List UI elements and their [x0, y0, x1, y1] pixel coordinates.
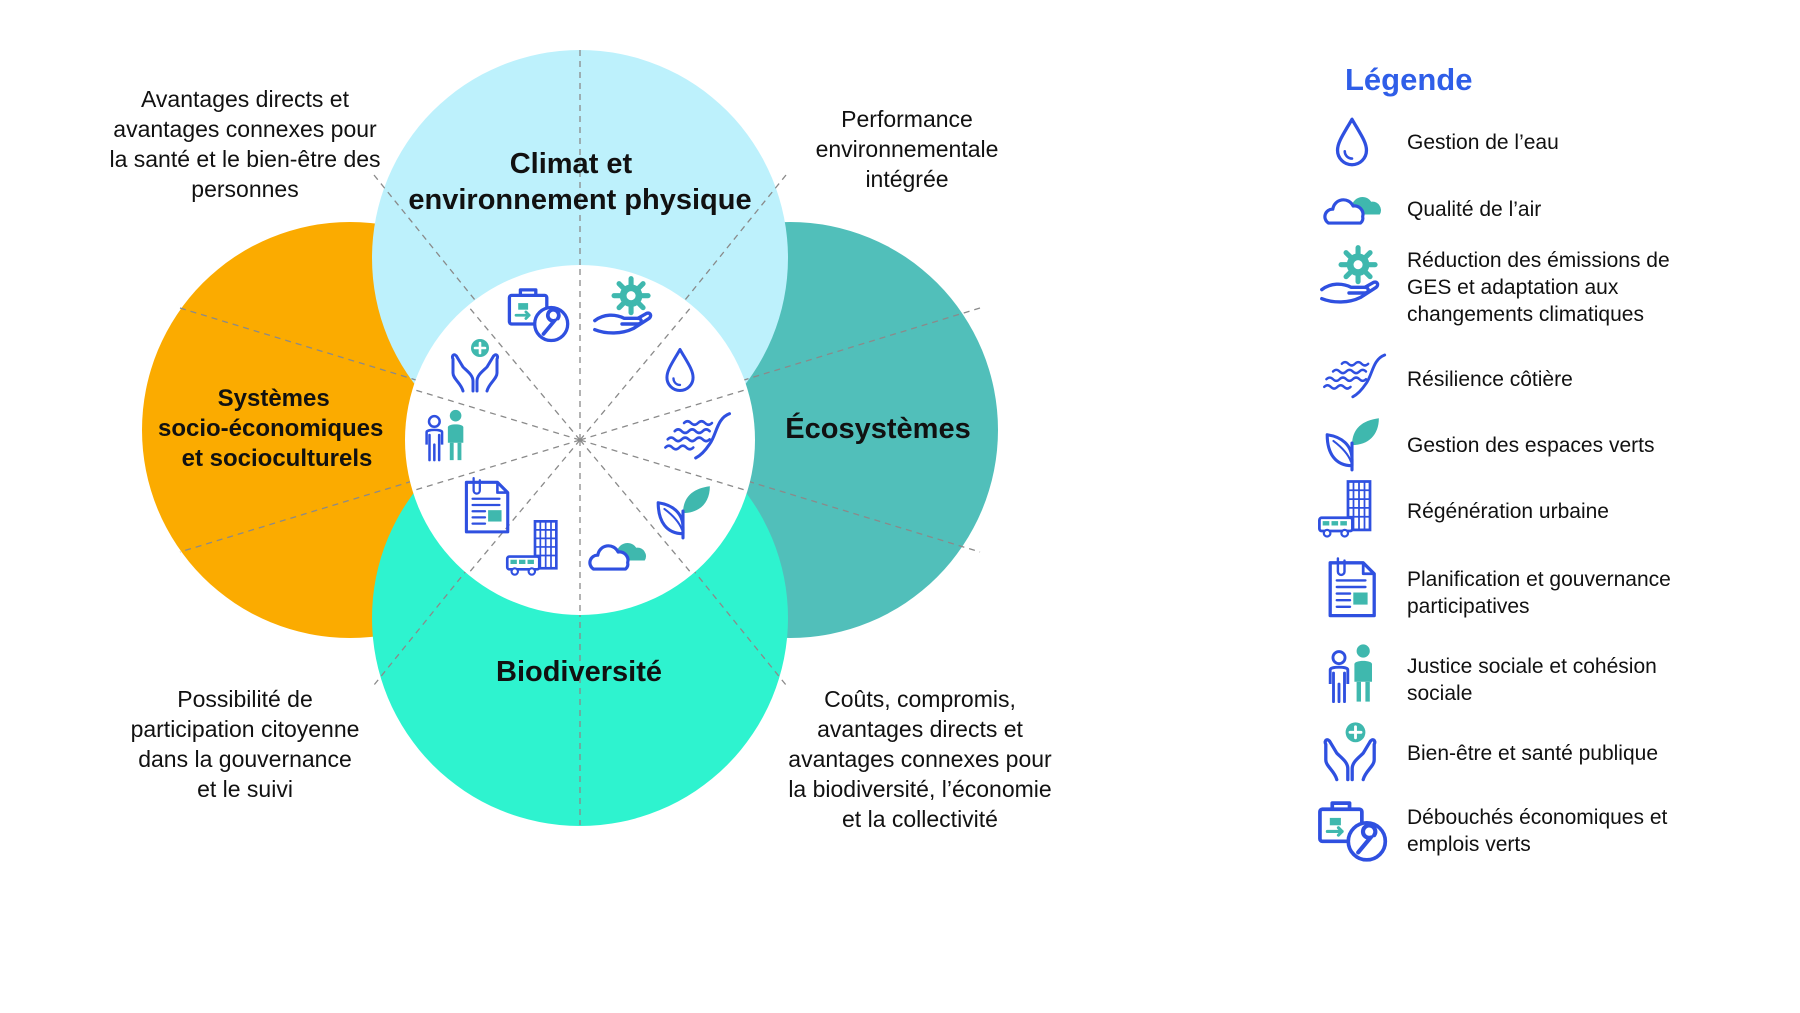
legend-item-label: GES et adaptation aux — [1407, 276, 1619, 299]
legend-item-label: Bien-être et santé publique — [1407, 742, 1659, 765]
briefcase-wrench-icon — [1320, 803, 1385, 860]
building-bus-icon — [1318, 480, 1372, 538]
venn-diagram: Climat et environnement physique Système… — [142, 50, 998, 826]
legend-item-label: Gestion de l’eau — [1407, 131, 1559, 154]
leaf-icon — [1325, 416, 1381, 472]
note-line: personnes — [191, 176, 299, 202]
legend-item-label: Gestion des espaces verts — [1407, 434, 1655, 457]
note-line: Possibilité de — [177, 686, 313, 712]
hands-health-icon — [1323, 720, 1377, 782]
note-line: Avantages directs et — [141, 86, 349, 112]
waves-icon — [1322, 353, 1387, 399]
note-line: participation citoyenne — [130, 716, 360, 742]
legend-item-green-spaces: Gestion des espaces verts — [1315, 410, 1785, 480]
note-line: avantages directs et — [817, 716, 1023, 742]
legend-item-label: Planification et gouvernance — [1407, 568, 1671, 591]
legend-item-ghg: Réduction des émissions de GES et adapta… — [1315, 238, 1785, 326]
document-icon — [1328, 556, 1376, 618]
legend-title: Légende — [1345, 62, 1473, 97]
center-dividers — [411, 265, 749, 615]
circle-title-ecosystems: Écosystèmes — [785, 411, 970, 445]
legend-item-label: participatives — [1407, 595, 1530, 618]
note-bottom-left: Possibilité de participation citoyenne d… — [80, 684, 410, 804]
note-line: intégrée — [865, 166, 949, 192]
legend-item-wellbeing: Bien-être et santé publique — [1315, 714, 1785, 784]
note-line: Performance — [841, 106, 973, 132]
note-top-right: Performance environnementale intégrée — [742, 104, 1072, 194]
people-icon — [1328, 642, 1374, 704]
gear-hand-icon — [1322, 248, 1378, 302]
legend-item-label: Réduction des émissions de — [1407, 249, 1670, 272]
note-line: la santé et le bien-être des — [109, 146, 381, 172]
legend-item-urban: Régénération urbaine — [1315, 476, 1785, 546]
circle-title-climate: Climat et environnement physique — [408, 148, 751, 216]
note-line: Coûts, compromis, — [824, 686, 1016, 712]
legend-item-label: Régénération urbaine — [1407, 500, 1609, 523]
legend-item-air: Qualité de l’air — [1315, 174, 1785, 244]
legend-item-label: Qualité de l’air — [1407, 198, 1542, 221]
note-line: et le suivi — [197, 776, 293, 802]
legend-item-water: Gestion de l’eau — [1315, 107, 1785, 177]
note-line: avantages connexes pour — [113, 116, 377, 142]
note-line: et la collectivité — [842, 806, 998, 832]
legend-item-label: emplois verts — [1407, 833, 1531, 856]
note-line: avantages connexes pour — [788, 746, 1052, 772]
legend-item-label: Justice sociale et cohésion — [1407, 655, 1657, 678]
cloud-icon — [1323, 195, 1383, 225]
note-line: la biodiversité, l’économie — [788, 776, 1052, 802]
legend-item-label: changements climatiques — [1407, 303, 1644, 326]
legend-item-label: sociale — [1407, 682, 1473, 705]
legend-item-planning: Planification et gouvernance participati… — [1315, 550, 1785, 620]
note-line: environnementale — [815, 136, 999, 162]
water-drop-icon — [1335, 117, 1369, 167]
note-bottom-right: Coûts, compromis, avantages directs et a… — [755, 684, 1085, 834]
circle-title-socio-economic: Systèmes socio-économiques et sociocultu… — [158, 385, 390, 472]
legend-item-label: Débouchés économiques et — [1407, 806, 1668, 829]
legend-item-coastal: Résilience côtière — [1315, 344, 1785, 414]
legend-item-label: Résilience côtière — [1407, 368, 1573, 391]
legend-item-economic: Débouchés économiques et emplois verts — [1315, 792, 1785, 862]
legend-item-justice: Justice sociale et cohésion sociale — [1315, 638, 1785, 708]
note-line: dans la gouvernance — [138, 746, 352, 772]
note-top-left: Avantages directs et avantages connexes … — [80, 84, 410, 204]
circle-title-biodiversity: Biodiversité — [496, 656, 662, 688]
